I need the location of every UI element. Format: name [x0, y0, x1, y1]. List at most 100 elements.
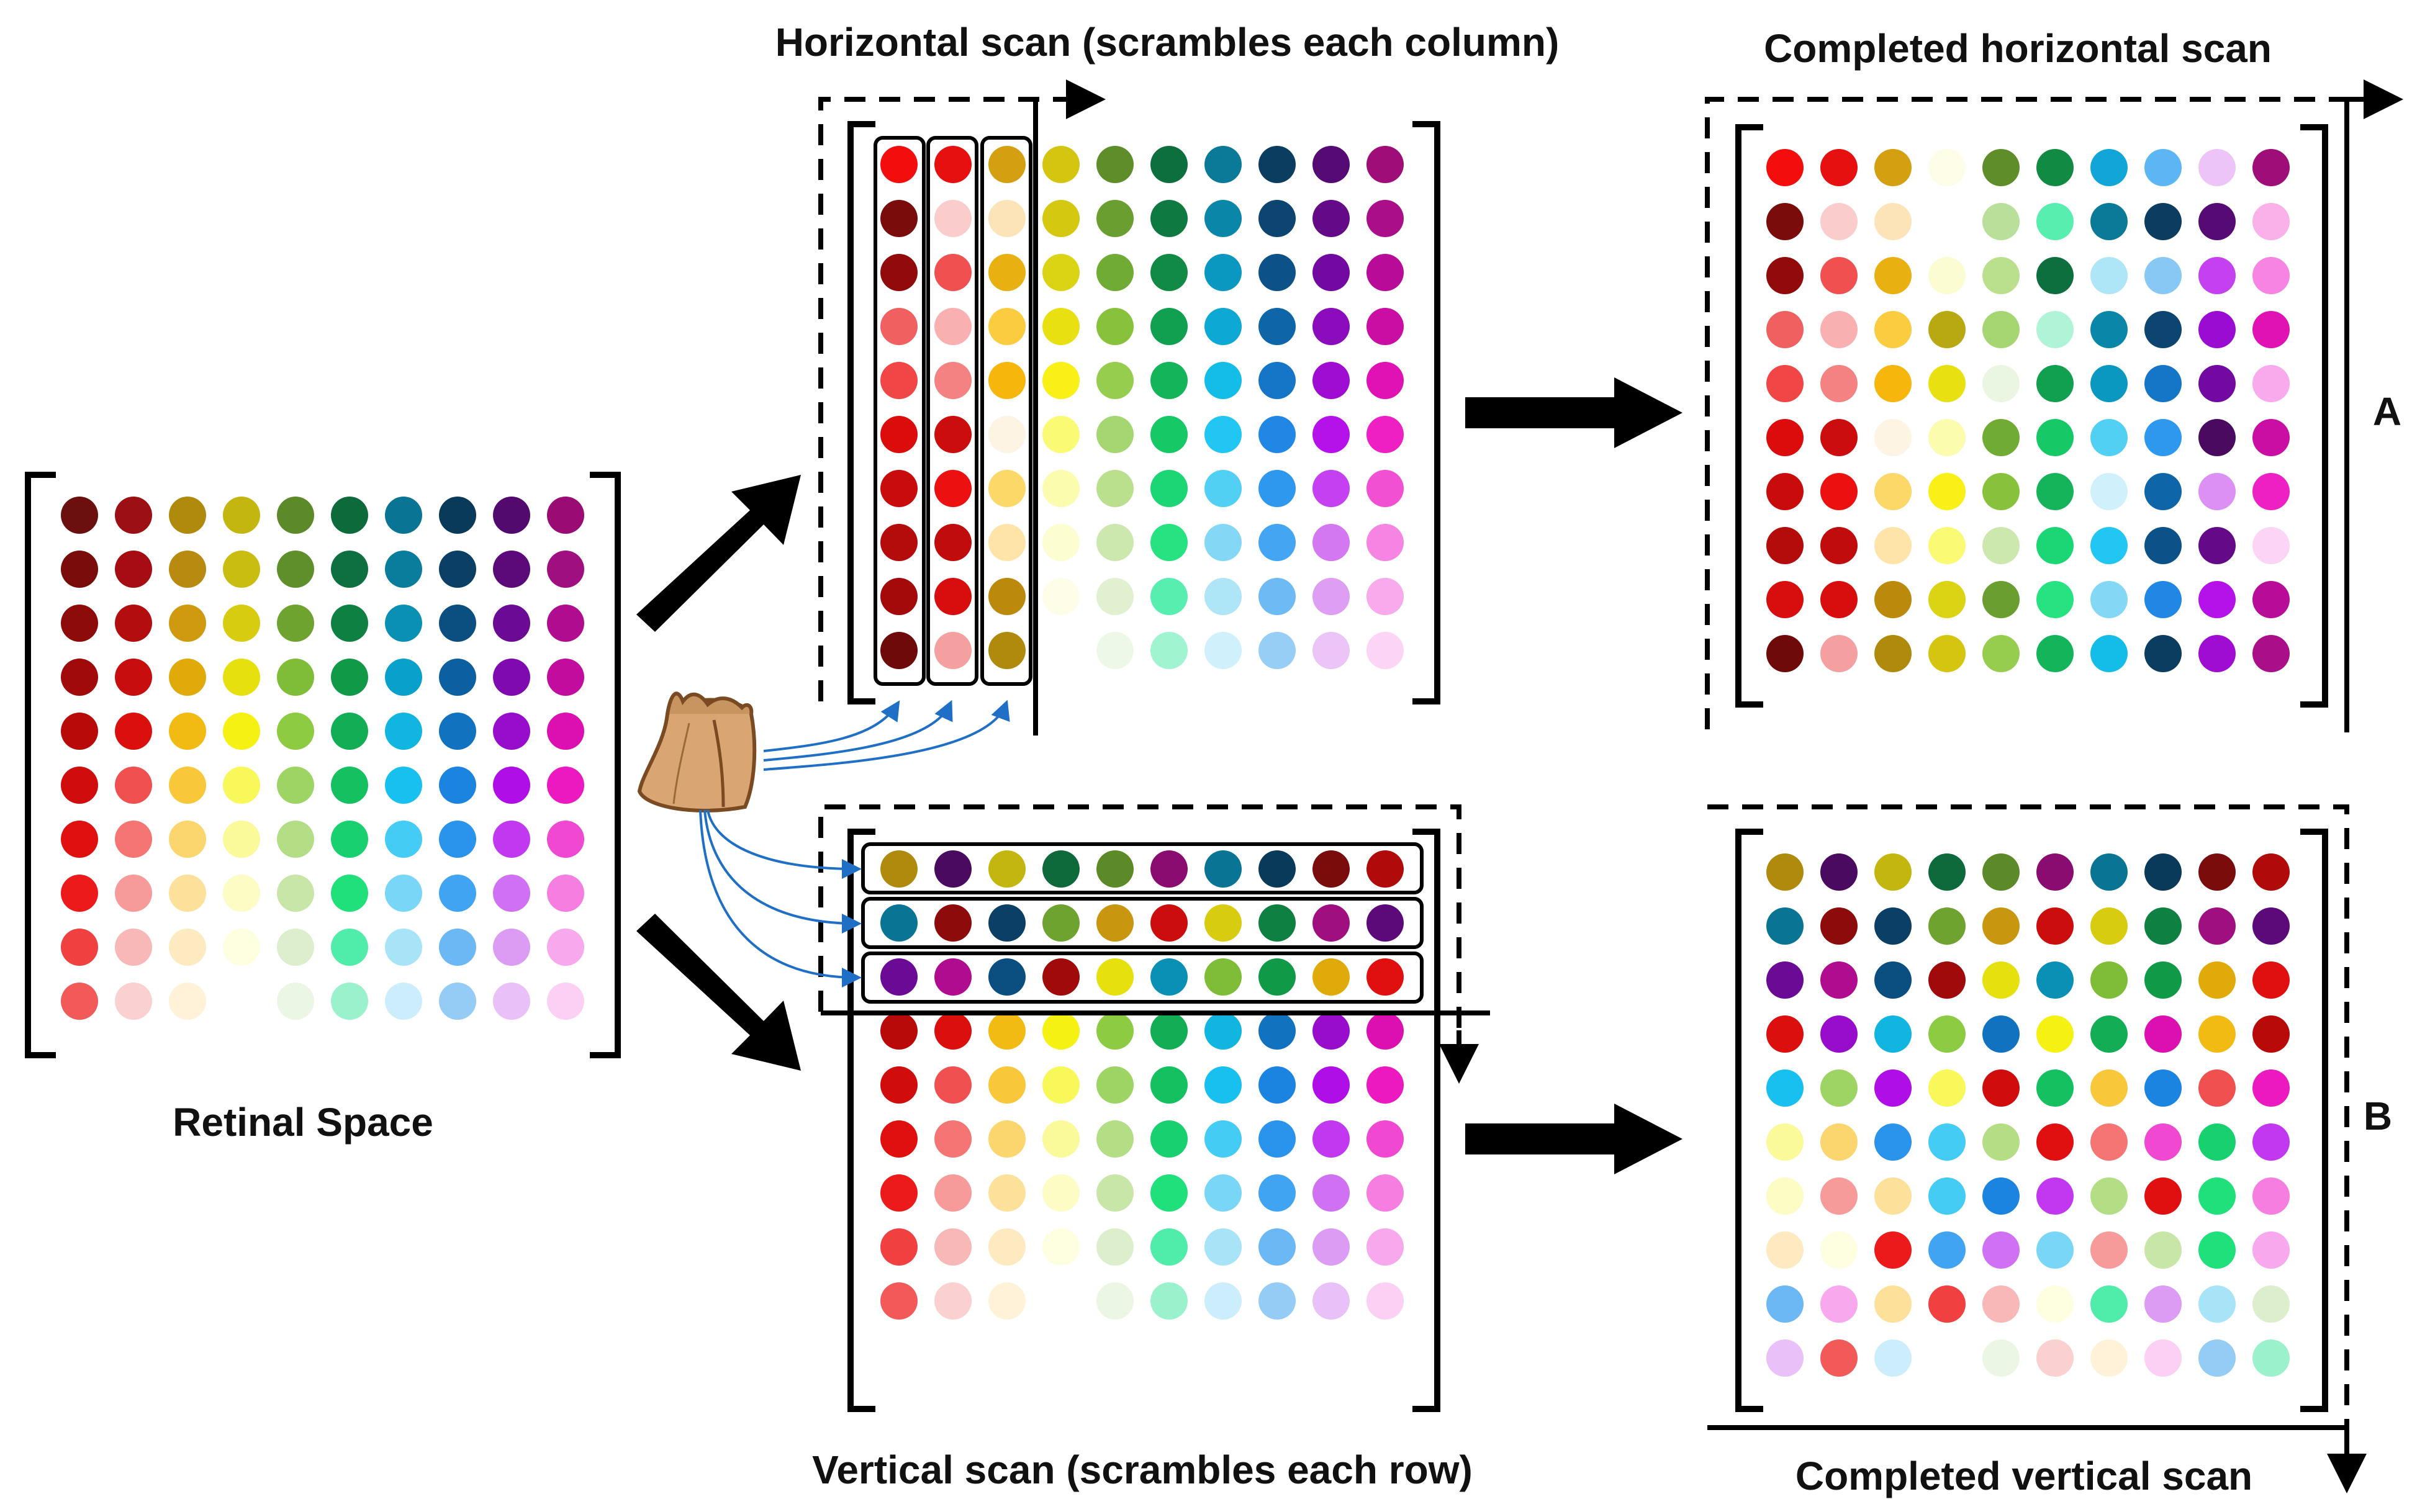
dot	[2252, 1177, 2290, 1215]
dot	[277, 821, 314, 858]
dot	[169, 767, 206, 804]
dot	[880, 1228, 918, 1266]
dot	[2036, 311, 2074, 348]
dot	[2198, 149, 2236, 186]
dot	[2144, 907, 2182, 945]
dot	[2144, 149, 2182, 186]
dot	[2252, 1285, 2290, 1323]
dot	[1820, 311, 1858, 348]
dot	[1258, 524, 1296, 561]
dot	[1312, 1282, 1350, 1320]
dot	[1150, 146, 1188, 183]
dot	[934, 958, 972, 996]
dot	[1366, 958, 1404, 996]
dot	[1204, 958, 1242, 996]
dot	[385, 875, 422, 912]
dot	[1982, 907, 2020, 945]
dot	[2198, 1069, 2236, 1107]
dot	[1874, 1231, 1912, 1269]
dot	[1150, 308, 1188, 345]
dot	[493, 875, 530, 912]
dot	[2144, 1123, 2182, 1161]
dot	[277, 929, 314, 966]
dot	[880, 524, 918, 561]
dot	[1766, 527, 1804, 564]
dot	[1204, 1012, 1242, 1050]
dot	[880, 308, 918, 345]
dot	[1928, 311, 1966, 348]
dot	[934, 524, 972, 561]
vertical-scan-title: Vertical scan (scrambles each row)	[812, 1447, 1473, 1492]
scrambled-row-boxes	[861, 842, 1424, 1004]
dot	[2252, 1231, 2290, 1269]
dot	[169, 983, 206, 1020]
dot	[2036, 527, 2074, 564]
dot	[223, 659, 260, 696]
dot	[1096, 1282, 1134, 1320]
dot	[1150, 850, 1188, 888]
dot	[934, 362, 972, 399]
dot	[1928, 1177, 1966, 1215]
dot	[439, 605, 476, 642]
dot	[1096, 470, 1134, 507]
dot	[2144, 419, 2182, 456]
dot	[1820, 907, 1858, 945]
dot	[1042, 362, 1080, 399]
dot	[439, 713, 476, 750]
dot	[1042, 524, 1080, 561]
dot	[988, 578, 1026, 615]
dot	[277, 659, 314, 696]
dot	[385, 821, 422, 858]
dot	[1312, 632, 1350, 669]
dot	[2090, 149, 2128, 186]
dot	[880, 1120, 918, 1158]
dot	[2144, 311, 2182, 348]
dot	[1312, 1228, 1350, 1266]
dot	[1042, 850, 1080, 888]
dot	[1042, 1012, 1080, 1050]
dot	[1096, 416, 1134, 453]
dot	[115, 821, 152, 858]
dot	[1150, 904, 1188, 942]
dot	[1766, 907, 1804, 945]
dot	[1150, 958, 1188, 996]
dot	[2090, 907, 2128, 945]
dot	[1366, 524, 1404, 561]
dot	[1096, 200, 1134, 237]
dot	[2252, 1015, 2290, 1053]
dot	[439, 983, 476, 1020]
dot	[331, 551, 368, 588]
dot	[1766, 419, 1804, 456]
dot	[2090, 1177, 2128, 1215]
dot	[2144, 257, 2182, 294]
dot	[2198, 527, 2236, 564]
dot	[2036, 581, 2074, 618]
dot	[1096, 146, 1134, 183]
dot	[1874, 473, 1912, 510]
dot	[1766, 1015, 1804, 1053]
dot	[1312, 254, 1350, 291]
dot	[115, 767, 152, 804]
dot	[493, 929, 530, 966]
dot	[1366, 146, 1404, 183]
dot	[2144, 365, 2182, 402]
dot	[115, 983, 152, 1020]
horizontal-scan-title: Horizontal scan (scrambles each column)	[775, 20, 1560, 65]
dot	[1312, 578, 1350, 615]
dot	[169, 713, 206, 750]
dot	[2090, 853, 2128, 891]
dot	[1258, 1012, 1296, 1050]
dot	[1312, 416, 1350, 453]
dot	[2144, 527, 2182, 564]
dot	[2036, 1069, 2074, 1107]
dot	[1366, 1228, 1404, 1266]
dot	[880, 904, 918, 942]
dot	[880, 200, 918, 237]
dot	[934, 254, 972, 291]
dot	[1928, 527, 1966, 564]
dot	[1874, 1177, 1912, 1215]
dot	[1766, 581, 1804, 618]
dot	[1150, 1228, 1188, 1266]
dot	[2252, 365, 2290, 402]
dot	[115, 605, 152, 642]
